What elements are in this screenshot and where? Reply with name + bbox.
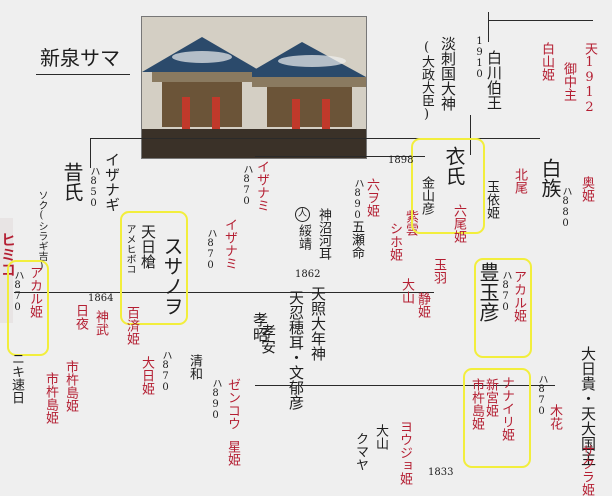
founder-year: 1910	[474, 36, 485, 80]
highlight-box	[474, 258, 532, 358]
founder-name: 淡刺国大神	[439, 36, 457, 111]
suisei: 綏靖	[296, 224, 311, 250]
tamaha: 玉羽	[431, 258, 446, 284]
ooshi-year: ハ870	[160, 350, 171, 393]
shinkyu: 新宮姫	[483, 378, 498, 417]
kouan: 孝安	[259, 324, 277, 354]
line	[90, 138, 540, 139]
youjo: ヨウジョ姫	[397, 420, 412, 485]
okuhime: 奥姫	[579, 176, 594, 202]
top-right-name2: 白山姫	[539, 42, 554, 81]
kitaito: 北尾	[512, 168, 527, 194]
ichiki1: 市杵島姫	[43, 372, 58, 424]
title-underline	[36, 74, 130, 75]
kinu: 衣氏	[442, 146, 466, 186]
year-1862: 1862	[295, 269, 321, 280]
top-right-year: 天1912	[582, 42, 597, 115]
hyakusai: 百済姫	[124, 306, 139, 345]
izanami-line: イザナミ	[254, 160, 269, 212]
line	[14, 292, 434, 293]
line	[90, 138, 91, 168]
akaru2-year: ハ870	[500, 270, 511, 313]
circle-mark: 人	[295, 207, 310, 222]
susanoo: スサノヲ	[160, 236, 184, 316]
shrine-photo	[141, 16, 367, 159]
kami: 神沼河耳	[316, 208, 331, 260]
tenpi-sub: アメヒボコ	[124, 224, 135, 274]
founder-sub: (大政大臣)	[419, 40, 434, 122]
tamayori: 玉依姫	[484, 180, 499, 219]
okuhime-year: ハ880	[560, 186, 571, 229]
akaru2: アカル姫	[511, 270, 526, 322]
seiwa: 清和	[187, 354, 202, 380]
nakata: 天忍穂耳・文郁彦	[287, 290, 305, 410]
founder-title: 白川伯王	[485, 50, 503, 110]
akaru1-year: ハ870	[12, 270, 23, 313]
line	[488, 12, 489, 42]
kikyu-year: ハ870	[536, 374, 547, 417]
zenko: ゼンコウ	[225, 378, 240, 430]
kinu-year: 1898	[388, 155, 414, 166]
ichiki2: 市杵島姫	[469, 378, 484, 430]
tenpi: 天日槍	[139, 224, 157, 269]
kikyu: 木花	[547, 404, 562, 430]
oohime: 大日貴・天大国主	[579, 346, 597, 466]
izanagi-year: ハ850	[88, 166, 99, 209]
ooyama-lower: 大山	[373, 424, 388, 450]
line	[470, 115, 471, 155]
rokucho-year: ハ890	[352, 178, 363, 221]
rokucho: 六ヲ姫	[364, 178, 379, 217]
mukashi: 昔氏	[60, 162, 84, 202]
ni: ニキ速日	[9, 352, 24, 404]
top-right-name1: 御中主	[561, 62, 576, 101]
highlight-box	[120, 211, 188, 325]
izanami: イザナミ	[222, 218, 237, 270]
nichiyo: 日夜	[73, 304, 88, 330]
kumaya: クマヤ	[353, 432, 368, 471]
tsu: 六尾姫	[451, 204, 466, 243]
sakura: サクラ姫	[579, 444, 594, 496]
nanairi: ナナイリ姫	[499, 376, 514, 441]
line	[255, 156, 425, 157]
ooyama: 大山	[399, 278, 414, 304]
side-strip	[0, 218, 13, 323]
toyotama: 豊玉彦	[476, 262, 500, 322]
kosho: 孝昭	[251, 312, 269, 342]
year-1833: 1833	[428, 467, 454, 478]
soku: ソク(シラギ吉)	[36, 190, 47, 272]
kinu-sub: 金山彦	[419, 176, 434, 215]
zenko-year: ハ890	[210, 378, 221, 421]
shizu: 静姫	[415, 292, 430, 318]
kamiyo-year: ハ870	[205, 228, 216, 271]
izanagi: イザナギ	[103, 152, 121, 212]
hoshi: 星姫	[225, 440, 240, 466]
line	[255, 385, 555, 386]
shiho: シホ姫	[387, 222, 402, 261]
shrine-illustration	[142, 17, 366, 158]
line	[488, 20, 593, 21]
gosei: 五瀬命	[349, 220, 364, 259]
akaru3-year: 1864	[88, 293, 114, 304]
diagram-title: 新泉サマ	[40, 46, 120, 70]
akaru1: アカル姫	[27, 266, 42, 318]
suisei-mark: 人	[295, 207, 310, 222]
highlight-box	[411, 138, 485, 234]
ooshi: 大日姫	[139, 356, 154, 395]
kijo: 市杵島姫	[63, 360, 78, 412]
jimmu: 神武	[93, 310, 108, 336]
amanoi: 天照大年神	[309, 286, 327, 361]
highlight-box	[7, 260, 49, 356]
izanami-year: ハ870	[241, 164, 252, 207]
white-tribe: 白族	[538, 158, 562, 198]
highlight-box	[463, 368, 531, 468]
